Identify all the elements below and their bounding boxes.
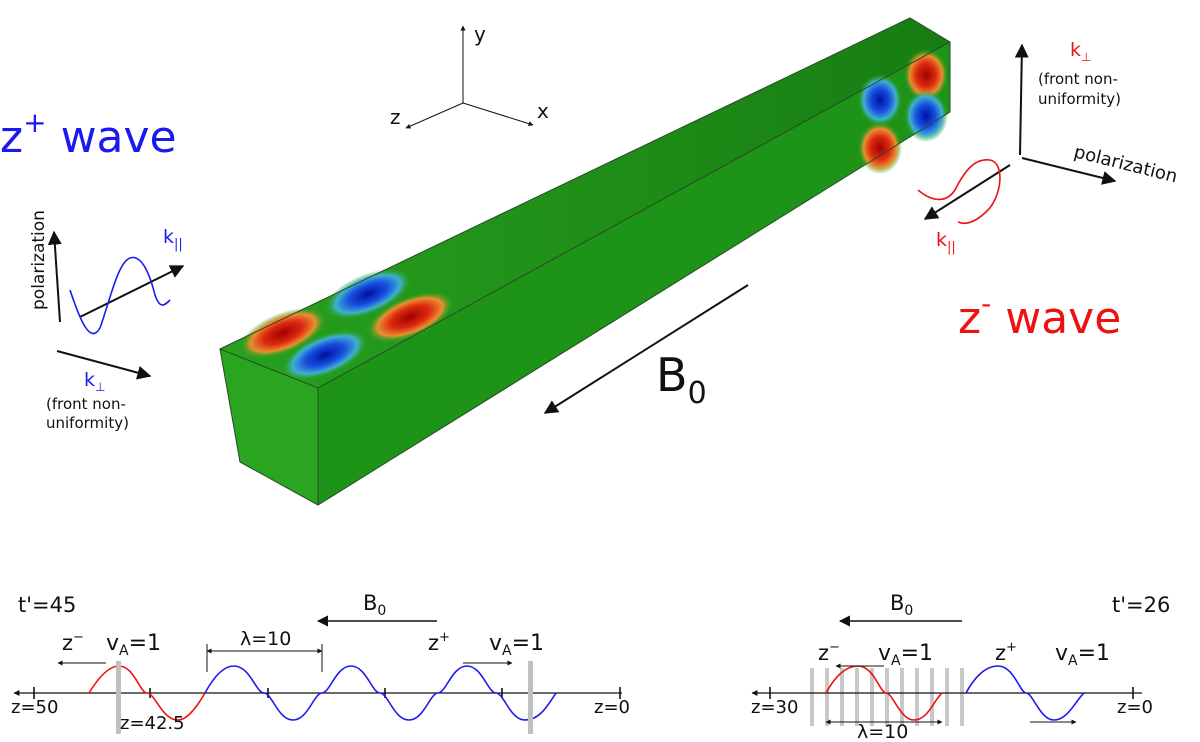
right-polarization-label: polarization: [1072, 141, 1180, 187]
flux-tube-box: [219, 17, 952, 506]
t26-zplus-wave: [965, 665, 1085, 721]
t45-zminus-label: z−: [62, 630, 84, 655]
t45-b0-label: B0: [363, 591, 386, 619]
t45-va-left-label: vA=1: [106, 631, 161, 659]
left-front-line2: uniformity): [46, 414, 129, 432]
t26-b0-label: B0: [890, 591, 913, 619]
t26-zminus-wave: [825, 665, 943, 721]
right-front-line2: uniformity): [1038, 90, 1121, 108]
zplus-blue-blob-1: [324, 268, 412, 320]
t45-va-right-label: vA=1: [489, 631, 544, 659]
box-side-face: [318, 42, 950, 505]
t26-z0-label: z=0: [1117, 697, 1153, 718]
zplus-wave-title: z+ wave: [0, 106, 177, 163]
t45-marker-left: [116, 661, 121, 734]
t26-grey-markers: [810, 668, 964, 726]
right-kperp-label: k⊥: [1070, 39, 1091, 64]
zplus-red-blob-1: [239, 307, 327, 359]
axis-x-label: x: [537, 99, 549, 123]
t45-zminus-wave: [88, 665, 206, 721]
zminus-wave-title: z- wave: [958, 287, 1121, 344]
b0-main-arrow: B0: [543, 284, 749, 414]
panel-t26: t'=26 B0 z− vA=1 z+: [751, 591, 1170, 742]
axis-z-label: z: [390, 105, 401, 129]
zplus-blue-blob-2: [281, 329, 369, 381]
axis-y-label: y: [474, 22, 486, 46]
t45-time-label: t'=45: [18, 593, 76, 617]
zminus-red-blob-1: [904, 49, 948, 101]
zminus-red-blob-2: [858, 122, 902, 174]
t26-zplus-label: z+: [995, 640, 1017, 665]
t45-marker-right: [528, 661, 533, 734]
left-wave-curve: [69, 256, 171, 335]
t45-z50-label: z=50: [11, 697, 58, 718]
b0-main-label: B0: [656, 348, 707, 411]
panel-t45: t'=45 B0 z− vA=1 λ=10 z+ vA=1: [11, 591, 630, 734]
t26-time-label: t'=26: [1112, 593, 1170, 617]
right-kpar-label: k||: [936, 229, 956, 255]
t45-lambda-label: λ=10: [240, 628, 291, 650]
t26-va-right-label: vA=1: [1055, 641, 1110, 669]
right-wave-curve: [917, 159, 1001, 225]
zminus-blue-blob-2: [904, 90, 948, 142]
t26-lambda-label: λ=10: [857, 721, 908, 742]
t45-zplus-wave: [204, 665, 557, 721]
zplus-polarization-diagram: polarization k|| k⊥ (front non- uniformi…: [29, 210, 185, 432]
left-kpar-label: k||: [163, 226, 183, 252]
zminus-polarization-diagram: k⊥ (front non- uniformity) polarization …: [917, 39, 1180, 255]
t26-z30-label: z=30: [751, 697, 798, 718]
box-front-face: [220, 349, 318, 505]
left-polarization-label: polarization: [29, 210, 49, 310]
right-front-line1: (front non-: [1038, 70, 1118, 88]
t45-z42-label: z=42.5: [120, 713, 185, 734]
left-kperp-label: k⊥: [84, 369, 105, 394]
t45-z0-label: z=0: [594, 697, 630, 718]
box-edges: [219, 17, 952, 506]
t26-zminus-label: z−: [818, 640, 840, 665]
axes-3d: y x z: [390, 22, 549, 129]
t45-zplus-label: z+: [428, 630, 450, 655]
zminus-blue-blob-1: [858, 74, 902, 126]
zplus-red-blob-2: [366, 291, 454, 343]
left-front-line1: (front non-: [46, 395, 126, 413]
t26-va-left-label: vA=1: [878, 641, 933, 669]
